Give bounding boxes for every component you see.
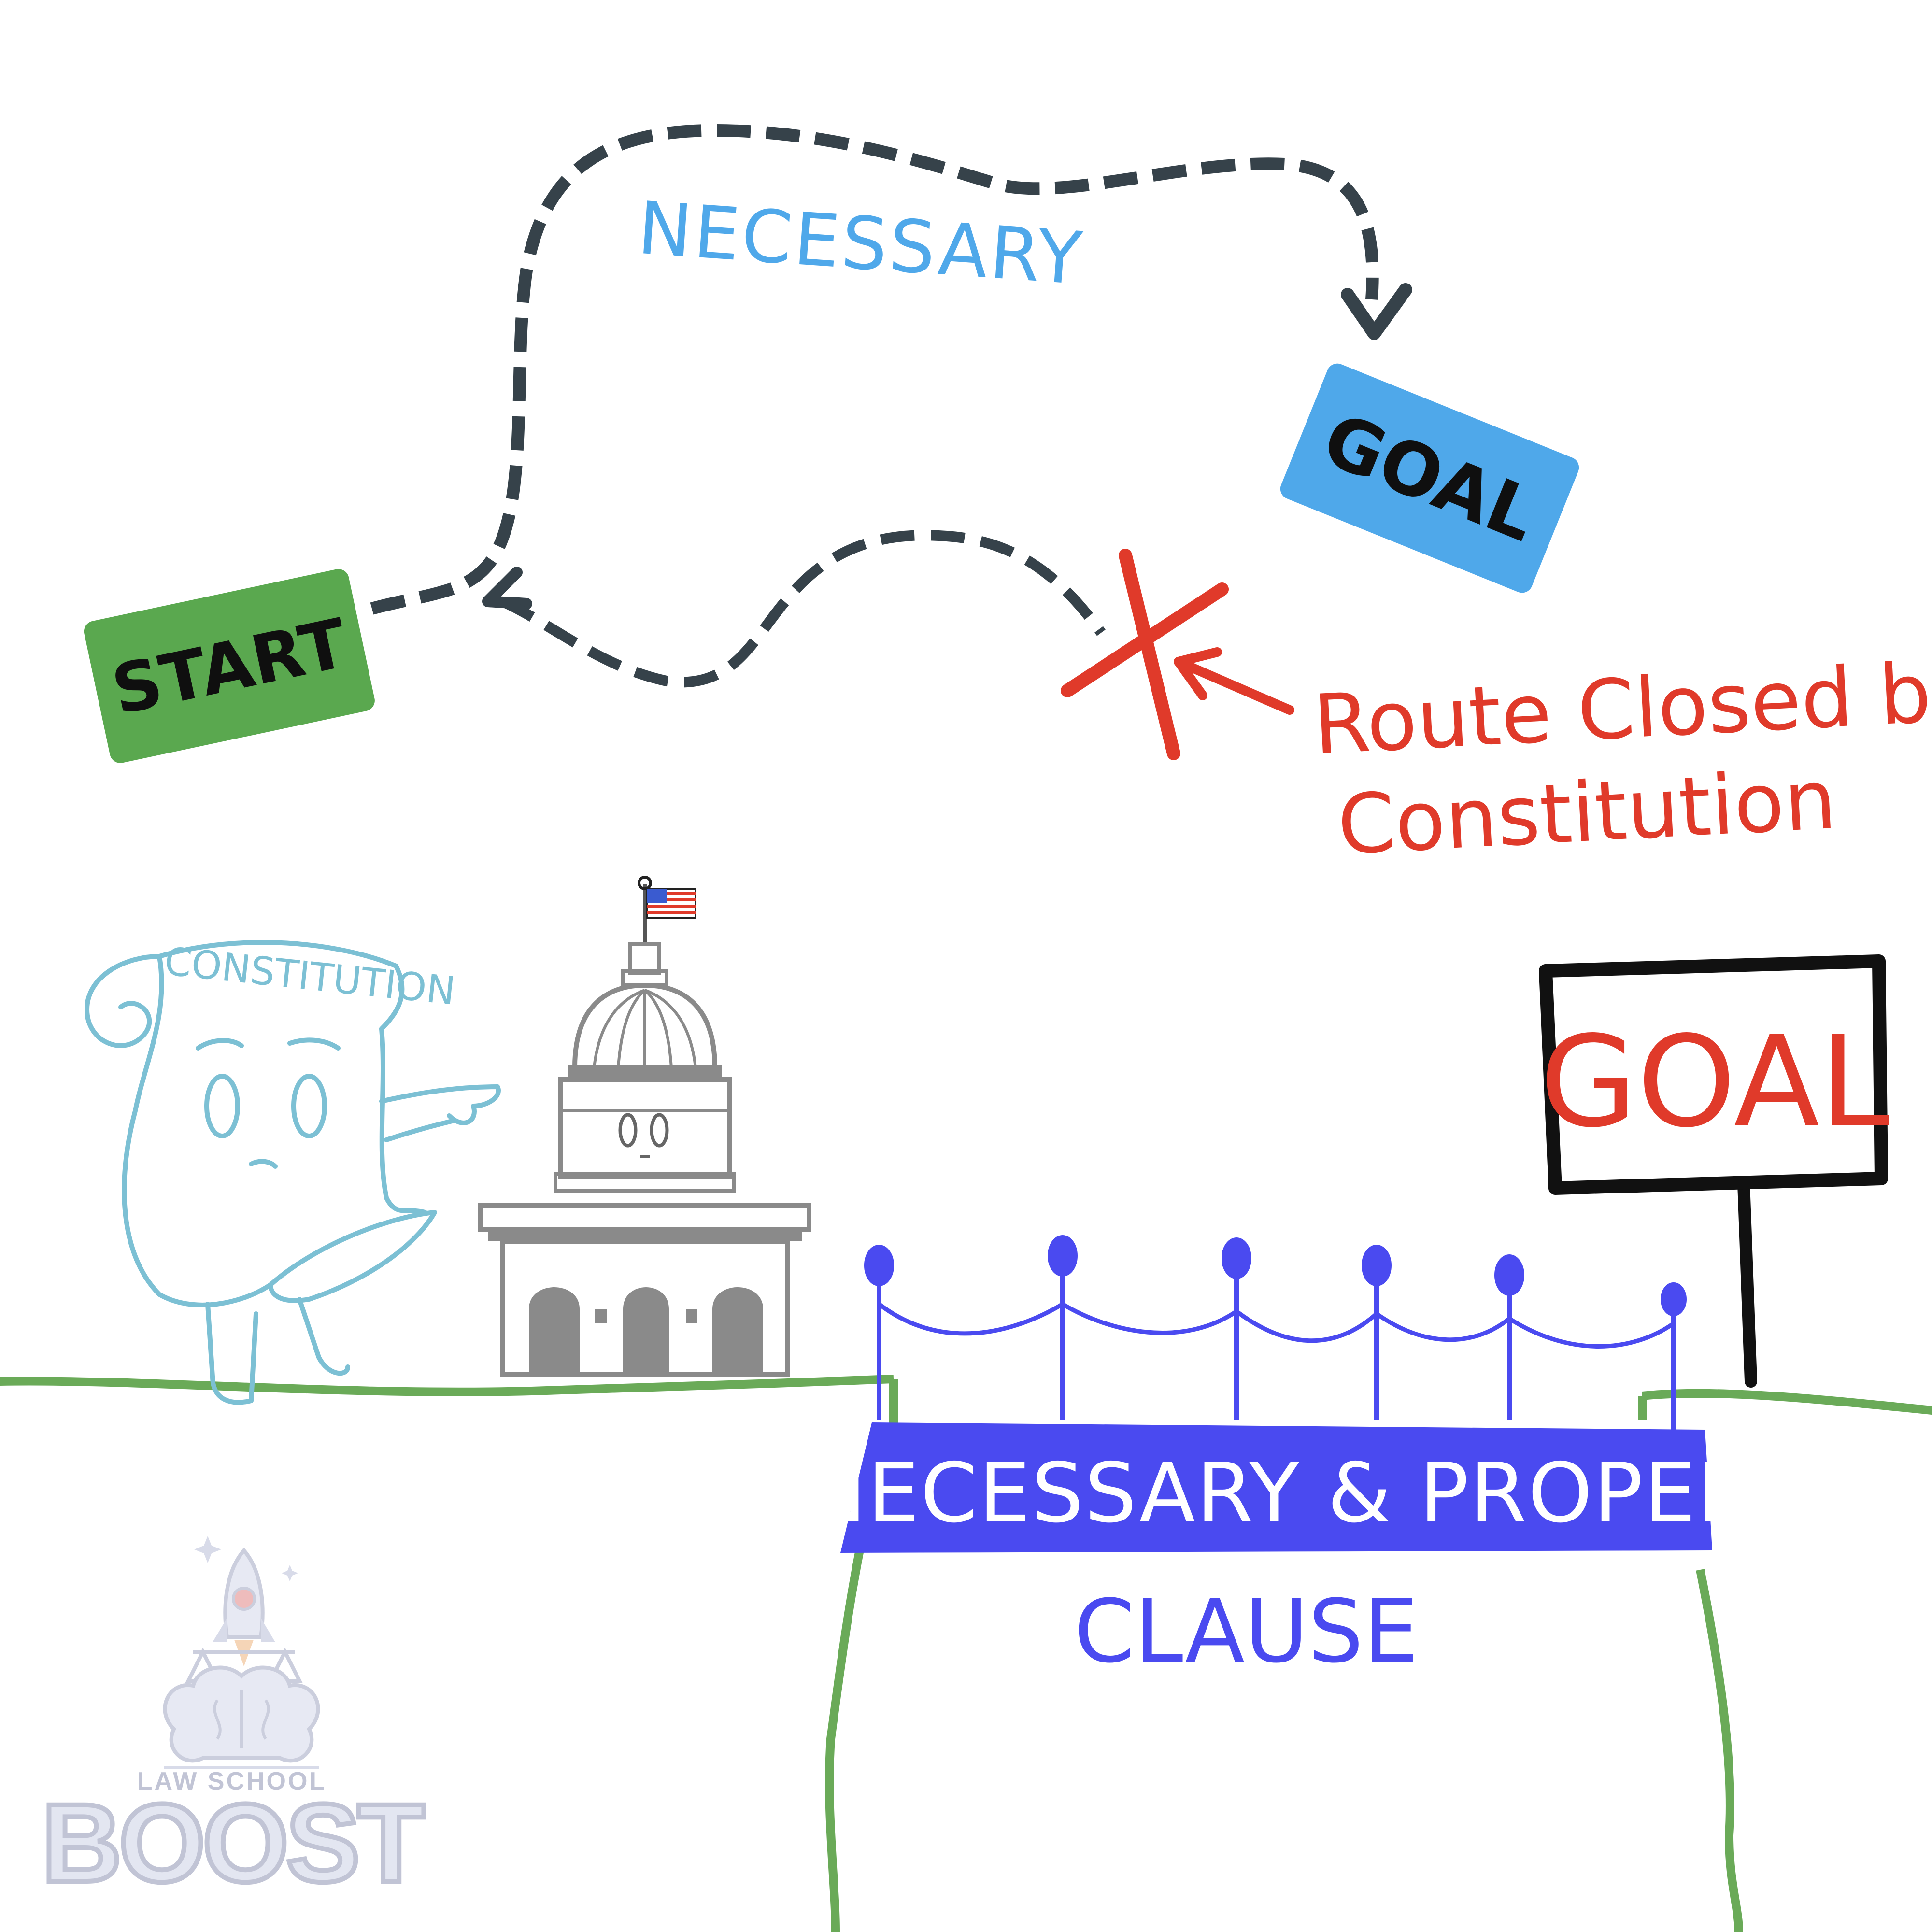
- ground-right: [1642, 1389, 1932, 1415]
- bridge: NECESSARY & PROPER CLAUSE: [805, 1235, 1755, 1682]
- sparkle-icon: [194, 1536, 221, 1563]
- route-closed-line2: Constitution: [1335, 752, 1839, 874]
- bridge-banner: [840, 1422, 1712, 1553]
- start-box: START: [84, 569, 375, 763]
- bridge-sub-label: CLAUSE: [1074, 1581, 1419, 1682]
- cliff-left: [825, 1379, 898, 1932]
- bridge-banner-label: NECESSARY & PROPER: [805, 1446, 1755, 1541]
- goal-top-box: GOAL: [1280, 363, 1579, 593]
- cliff-right: [1638, 1396, 1743, 1932]
- necessary-route-path: [370, 124, 1379, 615]
- capitol-right-eye: [650, 1113, 669, 1148]
- capitol-left-eye: [618, 1113, 638, 1148]
- necessary-route-arrowhead: [1341, 283, 1412, 340]
- goal-sign: GOAL: [1539, 954, 1890, 1388]
- logo-line2: BOOST: [42, 1781, 424, 1905]
- bridge-posts: [864, 1235, 1687, 1430]
- capitol-building: [478, 876, 811, 1377]
- logo-line1: LAW SCHOOL: [137, 1767, 327, 1795]
- ground-left: [0, 1375, 894, 1396]
- route-closed-line1: Route Closed by: [1311, 643, 1932, 773]
- route-closed-x-icon: [1061, 549, 1229, 760]
- goal-sign-label: GOAL: [1540, 1009, 1890, 1155]
- constitution-scroll-character: [85, 940, 501, 1405]
- route-closed-arrow-icon: [1174, 647, 1294, 715]
- paths-group: NECESSARY START GOAL Route Closed by Con…: [84, 124, 1932, 874]
- sparkle-icon: [282, 1565, 298, 1581]
- scroll-label: CONSTITUTION: [162, 938, 457, 1014]
- law-school-boost-logo: LAW SCHOOL BOOST: [39, 1536, 429, 1907]
- bridge-chains: [878, 1301, 1675, 1349]
- rocket-icon: [213, 1547, 275, 1666]
- us-flag-icon: [646, 888, 696, 919]
- brain-icon: [163, 1665, 320, 1763]
- necessary-label: NECESSARY: [635, 186, 1086, 301]
- blocked-route-path: [500, 530, 1106, 688]
